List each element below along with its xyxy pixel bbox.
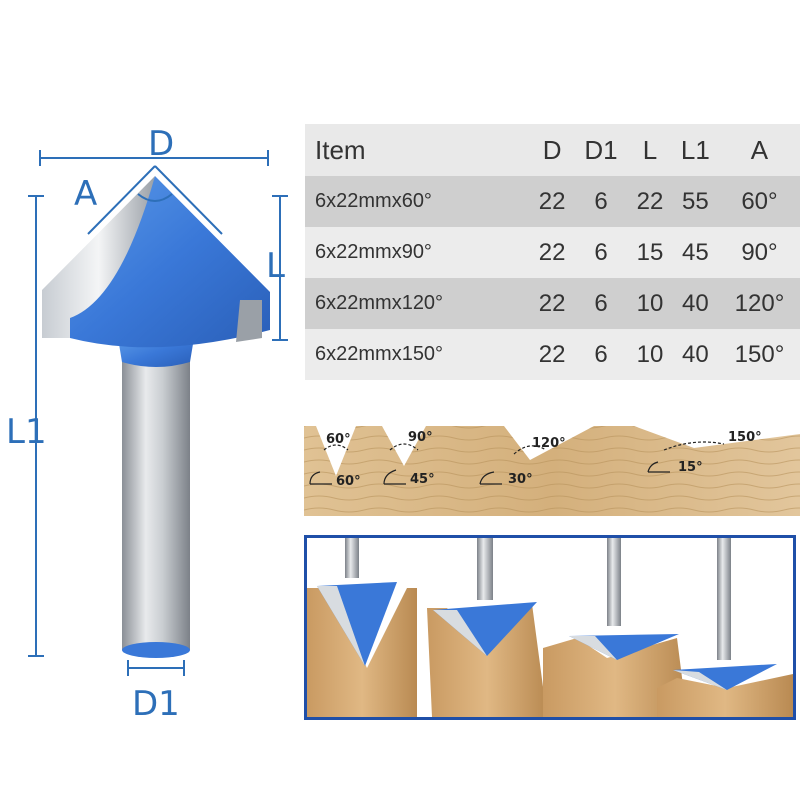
cell-l: 22: [628, 176, 672, 227]
groove-angle-top-120: 120°: [532, 436, 566, 451]
cell-d1: 6: [573, 329, 629, 380]
groove-angle-bottom-30: 30°: [508, 472, 533, 487]
cell-d1: 6: [573, 227, 629, 278]
cell-item: 6x22mmx60°: [305, 176, 531, 227]
cell-l1: 40: [671, 278, 719, 329]
groove-angle-top-150: 150°: [728, 430, 762, 445]
cell-l: 15: [628, 227, 672, 278]
spec-table: Item D D1 L L1 A 6x22mmx60° 22 6 22 55 6…: [305, 124, 800, 380]
table-row: 6x22mmx90° 22 6 15 45 90°: [305, 227, 800, 278]
groove-angle-bottom-45: 45°: [410, 472, 435, 487]
cell-a: 150°: [718, 329, 800, 380]
header-a: A: [718, 124, 800, 176]
usage-example-120: [543, 538, 687, 717]
cell-d: 22: [530, 329, 574, 380]
cell-item: 6x22mmx150°: [305, 329, 531, 380]
header-item: Item: [305, 124, 531, 176]
groove-angle-bottom-60: 60°: [336, 474, 361, 489]
dimension-label-l: L: [266, 246, 285, 286]
dimension-label-d1: D1: [132, 684, 180, 724]
cell-item: 6x22mmx90°: [305, 227, 531, 278]
shank-end: [122, 642, 190, 658]
table-row: 6x22mmx120° 22 6 10 40 120°: [305, 278, 800, 329]
table-header-row: Item D D1 L L1 A: [305, 124, 800, 176]
groove-angle-bottom-15: 15°: [678, 460, 703, 475]
router-bit-diagram: [28, 150, 288, 676]
usage-example-60: [307, 538, 417, 717]
cell-d: 22: [530, 227, 574, 278]
usage-example-panel: [304, 535, 796, 720]
table-row: 6x22mmx60° 22 6 22 55 60°: [305, 176, 800, 227]
header-l1: L1: [671, 124, 719, 176]
shank: [122, 350, 190, 650]
cell-d1: 6: [573, 278, 629, 329]
groove-angle-top-60: 60°: [326, 432, 351, 447]
dimension-label-d: D: [148, 124, 175, 164]
usage-example-90: [427, 538, 547, 717]
cell-d: 22: [530, 278, 574, 329]
cutter-body: [70, 176, 270, 348]
cell-d: 22: [530, 176, 574, 227]
groove-angle-illustration: 60° 90° 120° 150° 60° 45° 30° 15°: [304, 420, 800, 516]
cell-l: 10: [628, 278, 672, 329]
cell-l1: 40: [671, 329, 719, 380]
usage-example-150: [657, 538, 793, 717]
cell-a: 120°: [718, 278, 800, 329]
dimension-label-a: A: [74, 174, 98, 214]
cell-a: 60°: [718, 176, 800, 227]
header-d1: D1: [573, 124, 629, 176]
dimension-label-l1: L1: [6, 412, 47, 452]
cell-a: 90°: [718, 227, 800, 278]
cell-l: 10: [628, 329, 672, 380]
table-row: 6x22mmx150° 22 6 10 40 150°: [305, 329, 800, 380]
cell-d1: 6: [573, 176, 629, 227]
cell-item: 6x22mmx120°: [305, 278, 531, 329]
header-d: D: [530, 124, 574, 176]
cell-l1: 45: [671, 227, 719, 278]
groove-angle-top-90: 90°: [408, 430, 433, 445]
cell-l1: 55: [671, 176, 719, 227]
header-l: L: [628, 124, 672, 176]
